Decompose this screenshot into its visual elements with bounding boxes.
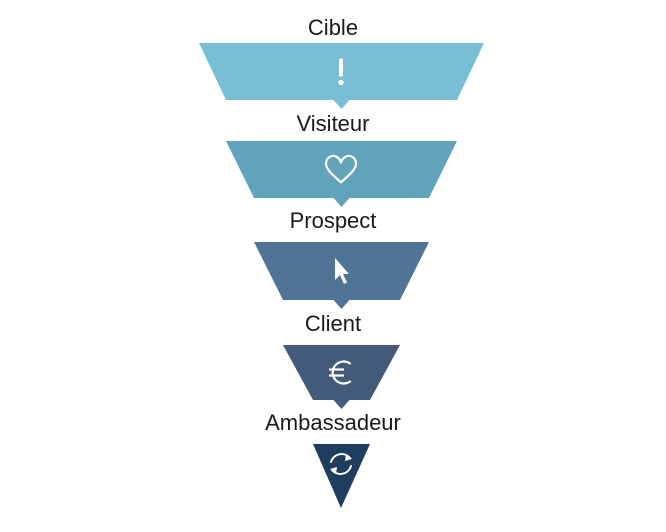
stage-label-prospect: Prospect [289, 208, 377, 233]
funnel-segment-visiteur [226, 141, 457, 207]
exclamation-icon [338, 58, 344, 86]
funnel-segment-prospect [254, 242, 429, 309]
funnel-segment-ambassadeur [313, 444, 370, 508]
funnel-segment-cible [199, 43, 484, 109]
refresh-icon [330, 453, 352, 475]
heart-icon [324, 154, 358, 184]
stage-label-visiteur: Visiteur [296, 111, 370, 136]
cursor-icon [335, 258, 349, 284]
stage-label-client: Client [304, 311, 362, 336]
stage-label-ambassadeur: Ambassadeur [265, 410, 401, 435]
euro-icon [329, 360, 352, 385]
stage-label-cible: Cible [307, 15, 359, 40]
funnel-segment-client [283, 345, 400, 409]
